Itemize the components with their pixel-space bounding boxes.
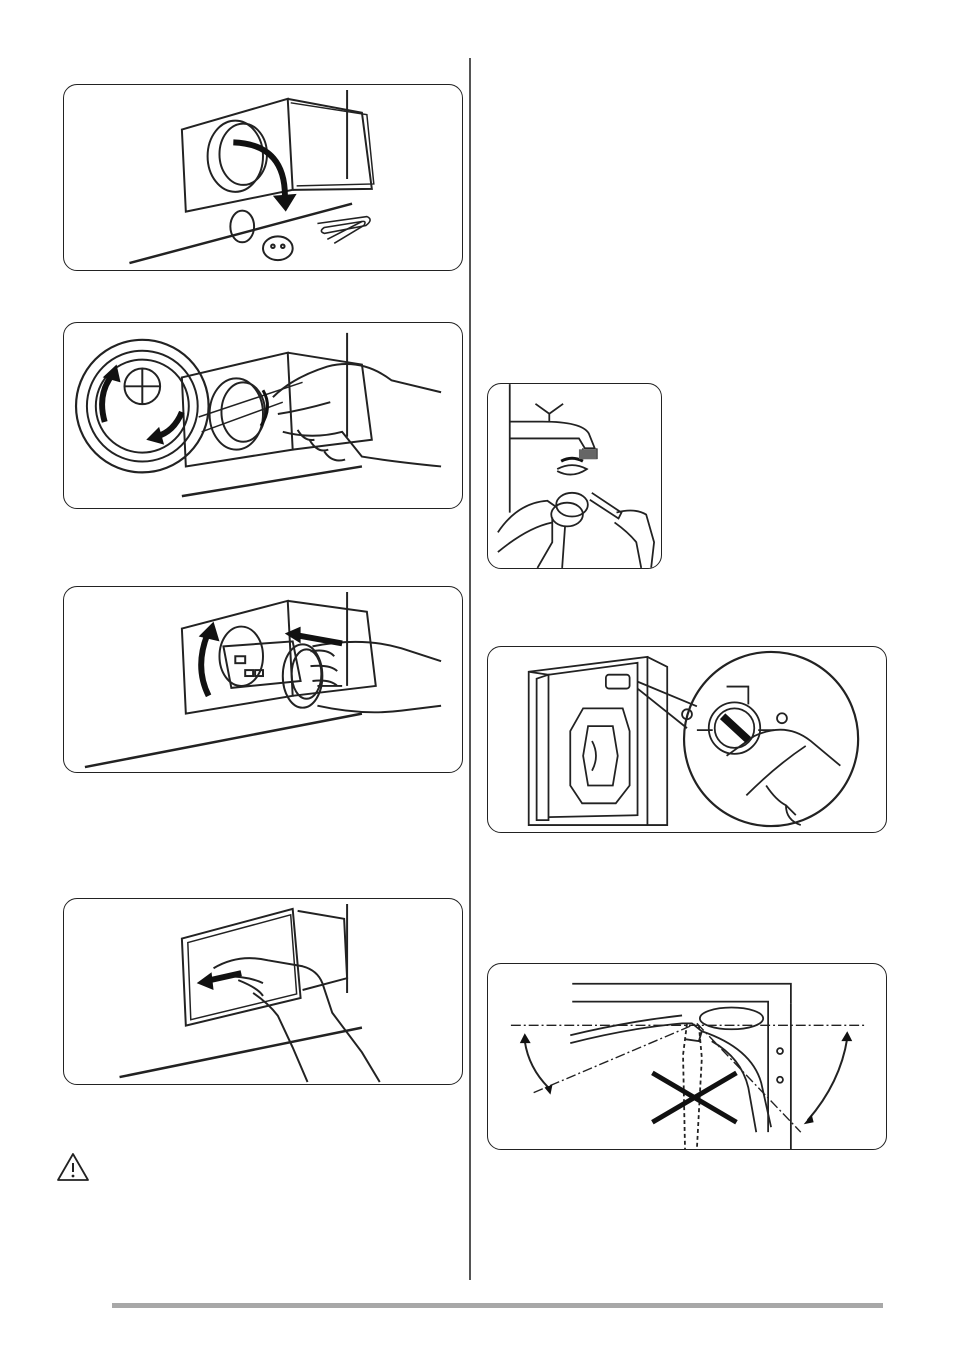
figure-close-pump-flap <box>63 898 463 1085</box>
figure-insert-pump-filter <box>63 586 463 773</box>
warning-triangle-icon <box>56 1152 90 1182</box>
column-divider <box>469 58 471 1280</box>
figure-valve-filter-rear <box>487 646 887 833</box>
insert-filter-illustration <box>64 587 462 772</box>
pump-opening-illustration <box>64 85 462 270</box>
figure-pump-opening <box>63 84 463 271</box>
valve-filter-illustration <box>488 647 886 832</box>
turn-filter-illustration <box>64 323 462 508</box>
footer-bar <box>112 1303 883 1308</box>
figure-hose-filter-tap <box>487 383 662 569</box>
figure-turn-pump-filter <box>63 322 463 509</box>
figure-hose-angle <box>487 963 887 1150</box>
tap-filter-illustration <box>488 384 661 568</box>
close-flap-illustration <box>64 899 462 1084</box>
hose-angle-illustration <box>488 964 886 1149</box>
